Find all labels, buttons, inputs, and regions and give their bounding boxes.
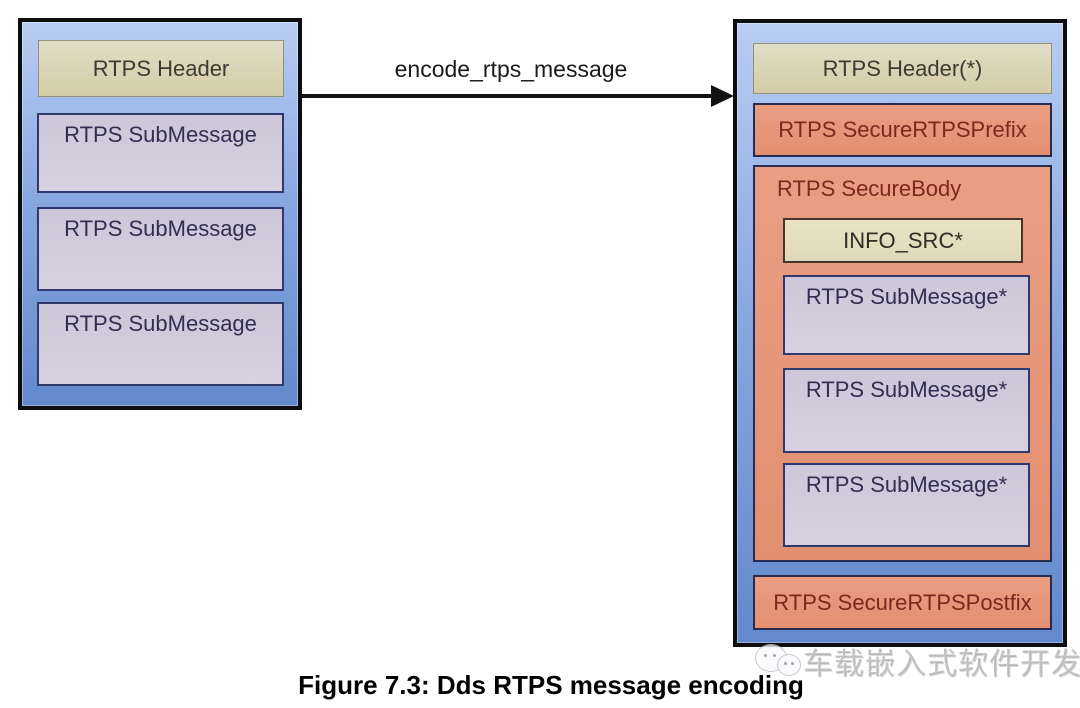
left-submessage-label-2: RTPS SubMessage (64, 216, 257, 241)
secure-submessage-label-2: RTPS SubMessage* (805, 377, 1008, 402)
chat-bubble-large (755, 644, 787, 672)
secure-rtps-prefix-box: RTPS SecureRTPSPrefix (753, 103, 1052, 157)
secure-rtps-postfix-box: RTPS SecureRTPSPostfix (753, 575, 1052, 630)
secure-submessage-box-2: RTPS SubMessage* (783, 368, 1030, 453)
right-rtps-header-box: RTPS Header(*) (753, 43, 1052, 94)
secure-submessage-box-1: RTPS SubMessage* (783, 275, 1030, 355)
secure-rtps-postfix-label: RTPS SecureRTPSPostfix (773, 589, 1032, 615)
info-src-label: INFO_SRC* (843, 227, 963, 253)
left-rtps-header-label: RTPS Header (92, 55, 230, 81)
left-submessage-label-3: RTPS SubMessage (64, 311, 257, 336)
secure-rtps-message-box: RTPS Header(*) RTPS SecureRTPSPrefix RTP… (733, 19, 1067, 647)
secure-body-box: RTPS SecureBody INFO_SRC* RTPS SubMessag… (753, 165, 1052, 562)
encode-function-label: encode_rtps_message (394, 56, 628, 82)
secure-submessage-label-1: RTPS SubMessage* (805, 284, 1008, 309)
left-submessage-label-1: RTPS SubMessage (64, 122, 257, 147)
info-src-box: INFO_SRC* (783, 218, 1023, 263)
figure-caption: Figure 7.3: Dds RTPS message encoding (298, 670, 804, 700)
secure-submessage-label-3: RTPS SubMessage* (805, 472, 1008, 497)
left-submessage-box-1: RTPS SubMessage (37, 113, 284, 193)
secure-rtps-prefix-label: RTPS SecureRTPSPrefix (778, 117, 1027, 142)
left-submessage-box-2: RTPS SubMessage (37, 207, 284, 291)
arrow-head-icon (711, 85, 734, 107)
arrow-shaft (302, 94, 714, 98)
plain-rtps-message-box: RTPS Header RTPS SubMessage RTPS SubMess… (18, 18, 302, 410)
secure-submessage-box-3: RTPS SubMessage* (783, 463, 1030, 547)
right-rtps-header-label: RTPS Header(*) (822, 55, 983, 81)
left-submessage-box-3: RTPS SubMessage (37, 302, 284, 386)
left-rtps-header-box: RTPS Header (38, 40, 284, 97)
secure-body-label: RTPS SecureBody (777, 176, 962, 201)
